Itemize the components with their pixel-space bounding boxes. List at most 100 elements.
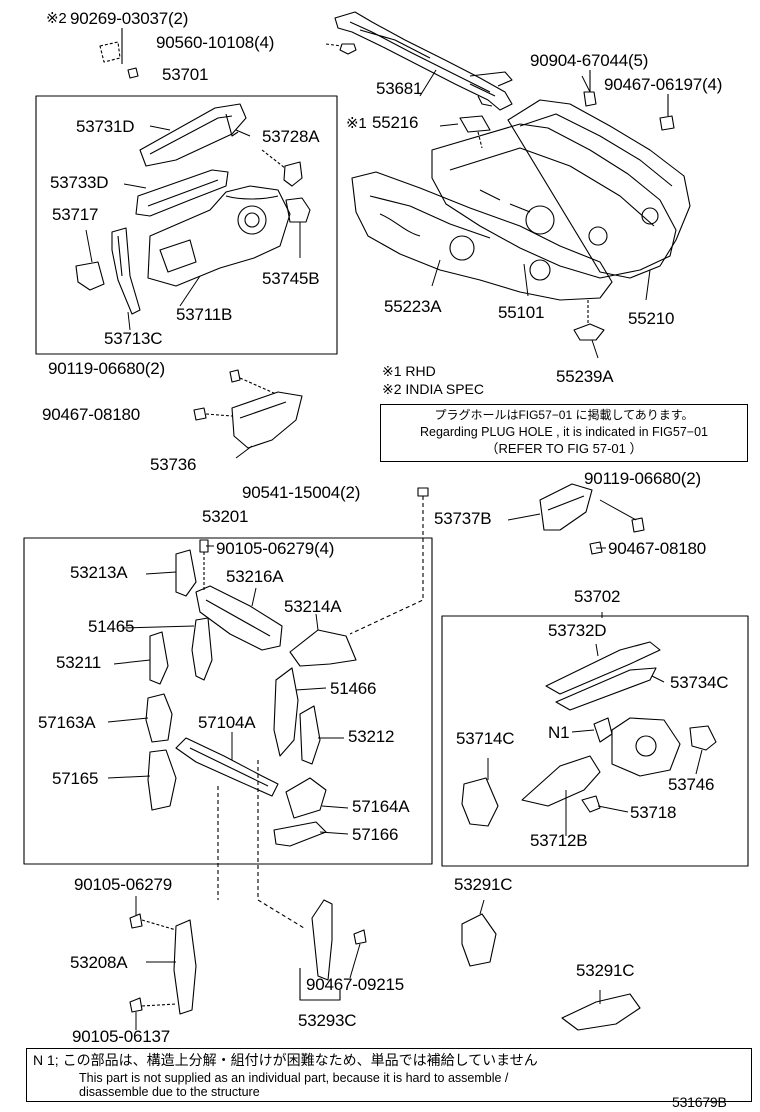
label-90467-06197: 90467-06197(4) (604, 75, 723, 94)
rhd-mark: ※1 (346, 115, 367, 132)
label-90105-06279-4: 90105-06279(4) (216, 539, 335, 558)
label-53212: 53212 (348, 727, 395, 746)
part-53713C (111, 227, 141, 315)
label-53211: 53211 (56, 653, 102, 672)
label-53734C: 53734C (670, 673, 729, 692)
label-53733D: 53733D (50, 173, 109, 192)
part-53702-wheel-housing (611, 717, 681, 777)
part-55210 (507, 99, 691, 279)
part-53731D (139, 103, 247, 167)
label-90467-08180-a: 90467-08180 (42, 405, 141, 424)
label-N1: N1 (548, 723, 570, 742)
label-53745B: 53745B (262, 269, 320, 288)
label-55239A: 55239A (556, 367, 614, 386)
label-53736: 53736 (150, 455, 197, 474)
part-55223A (351, 171, 613, 301)
part-90560-bolt (325, 43, 357, 55)
label-53291C-b: 53291C (576, 961, 635, 980)
label-90467-08180-b: 90467-08180 (608, 539, 707, 558)
label-53293C: 53293C (298, 1011, 357, 1030)
label-53291C-a: 53291C (454, 875, 513, 894)
label-90119-06680-b: 90119-06680(2) (584, 469, 701, 488)
legend-india-spec: ※2 INDIA SPEC (382, 381, 484, 397)
label-51466: 51466 (330, 679, 377, 698)
n1-footnote-en-2: disassemble due to the structure (79, 1085, 260, 1099)
part-53681-brace (334, 11, 513, 111)
legend-rhd: ※1 RHD (382, 363, 436, 379)
label-55210: 55210 (628, 309, 675, 328)
label-53718: 53718 (630, 803, 677, 822)
plug-hole-note-en: Regarding PLUG HOLE , it is indicated in… (420, 425, 708, 439)
part-53212 (299, 705, 321, 765)
label-53713C: 53713C (104, 329, 163, 348)
part-53291C-a (461, 913, 497, 967)
label-53731D: 53731D (76, 117, 135, 136)
label-53701: 53701 (162, 65, 209, 84)
n1-footnote-en-1: This part is not supplied as an individu… (79, 1071, 509, 1085)
part-53213A (175, 539, 209, 597)
label-90467-09215: 90467-09215 (306, 975, 405, 994)
figure-code: 531679B (672, 1094, 727, 1110)
part-90904-clip (583, 70, 597, 107)
label-51465: 51465 (88, 617, 135, 636)
label-53681: 53681 (376, 79, 423, 98)
part-N1 (593, 717, 613, 743)
label-53746: 53746 (668, 775, 715, 794)
part-53737B (539, 483, 645, 555)
part-53736 (193, 369, 303, 449)
india-spec-mark: ※2 (46, 10, 67, 27)
label-90269-03037: 90269-03037(2) (70, 9, 189, 28)
label-53201: 53201 (202, 507, 249, 526)
part-53717 (75, 261, 105, 291)
plug-hole-note: プラグホールはFIG57−01 に掲載してあります。 Regarding PLU… (380, 404, 748, 462)
part-55216 (459, 115, 491, 149)
label-90541-15004: 90541-15004(2) (242, 483, 361, 502)
label-53728A: 53728A (262, 127, 320, 146)
n1-footnote-jp: N 1; この部品は、構造上分解・組付けが困難なため、単品では補給していません (33, 1052, 538, 1068)
assembly-box-53702 (441, 615, 749, 867)
part-53718 (581, 795, 601, 813)
part-90269-clip (99, 28, 139, 79)
label-90119-06680-a: 90119-06680(2) (48, 359, 165, 378)
part-53214A (289, 629, 357, 667)
part-53728A (261, 149, 303, 187)
part-57104A (175, 737, 279, 797)
part-57166 (273, 821, 327, 847)
part-53293C (299, 899, 367, 1001)
part-90467-06197-clip (659, 94, 675, 131)
part-90541-bolt (349, 487, 429, 635)
part-51465 (191, 617, 213, 681)
n1-footnote: N 1; この部品は、構造上分解・組付けが困難なため、単品では補給していません … (26, 1048, 752, 1102)
label-57164A: 57164A (352, 797, 410, 816)
label-57163A: 57163A (38, 713, 96, 732)
label-57166: 57166 (352, 825, 399, 844)
label-55101: 55101 (498, 303, 545, 322)
label-90105-06137: 90105-06137 (72, 1027, 171, 1046)
label-53712B: 53712B (530, 831, 588, 850)
part-51466 (273, 667, 299, 757)
part-57165 (147, 749, 177, 811)
part-53746 (689, 725, 717, 751)
label-90560-10108: 90560-10108(4) (156, 33, 275, 52)
part-53291C-b (561, 993, 641, 1031)
label-53208A: 53208A (70, 953, 128, 972)
assembly-box-53201 (23, 537, 433, 865)
part-53216A (195, 585, 283, 651)
label-53711B: 53711B (176, 305, 233, 324)
label-53717: 53717 (52, 205, 99, 224)
part-57164A (285, 777, 327, 819)
label-53714C: 53714C (456, 729, 515, 748)
label-53732D: 53732D (548, 621, 607, 640)
part-53208A (129, 913, 197, 1015)
label-90904-67044: 90904-67044(5) (530, 51, 649, 70)
part-53711B (147, 185, 291, 287)
label-55223A: 55223A (384, 297, 442, 316)
part-53745B (285, 197, 311, 223)
plug-hole-note-jp: プラグホールはFIG57−01 に掲載してあります。 (434, 408, 694, 422)
part-55239A (573, 300, 605, 341)
label-53214A: 53214A (284, 597, 342, 616)
part-53732D (545, 641, 661, 695)
part-53712B (521, 755, 601, 807)
plug-hole-note-ref: （REFER TO FIG 57-01 ） (485, 441, 643, 456)
